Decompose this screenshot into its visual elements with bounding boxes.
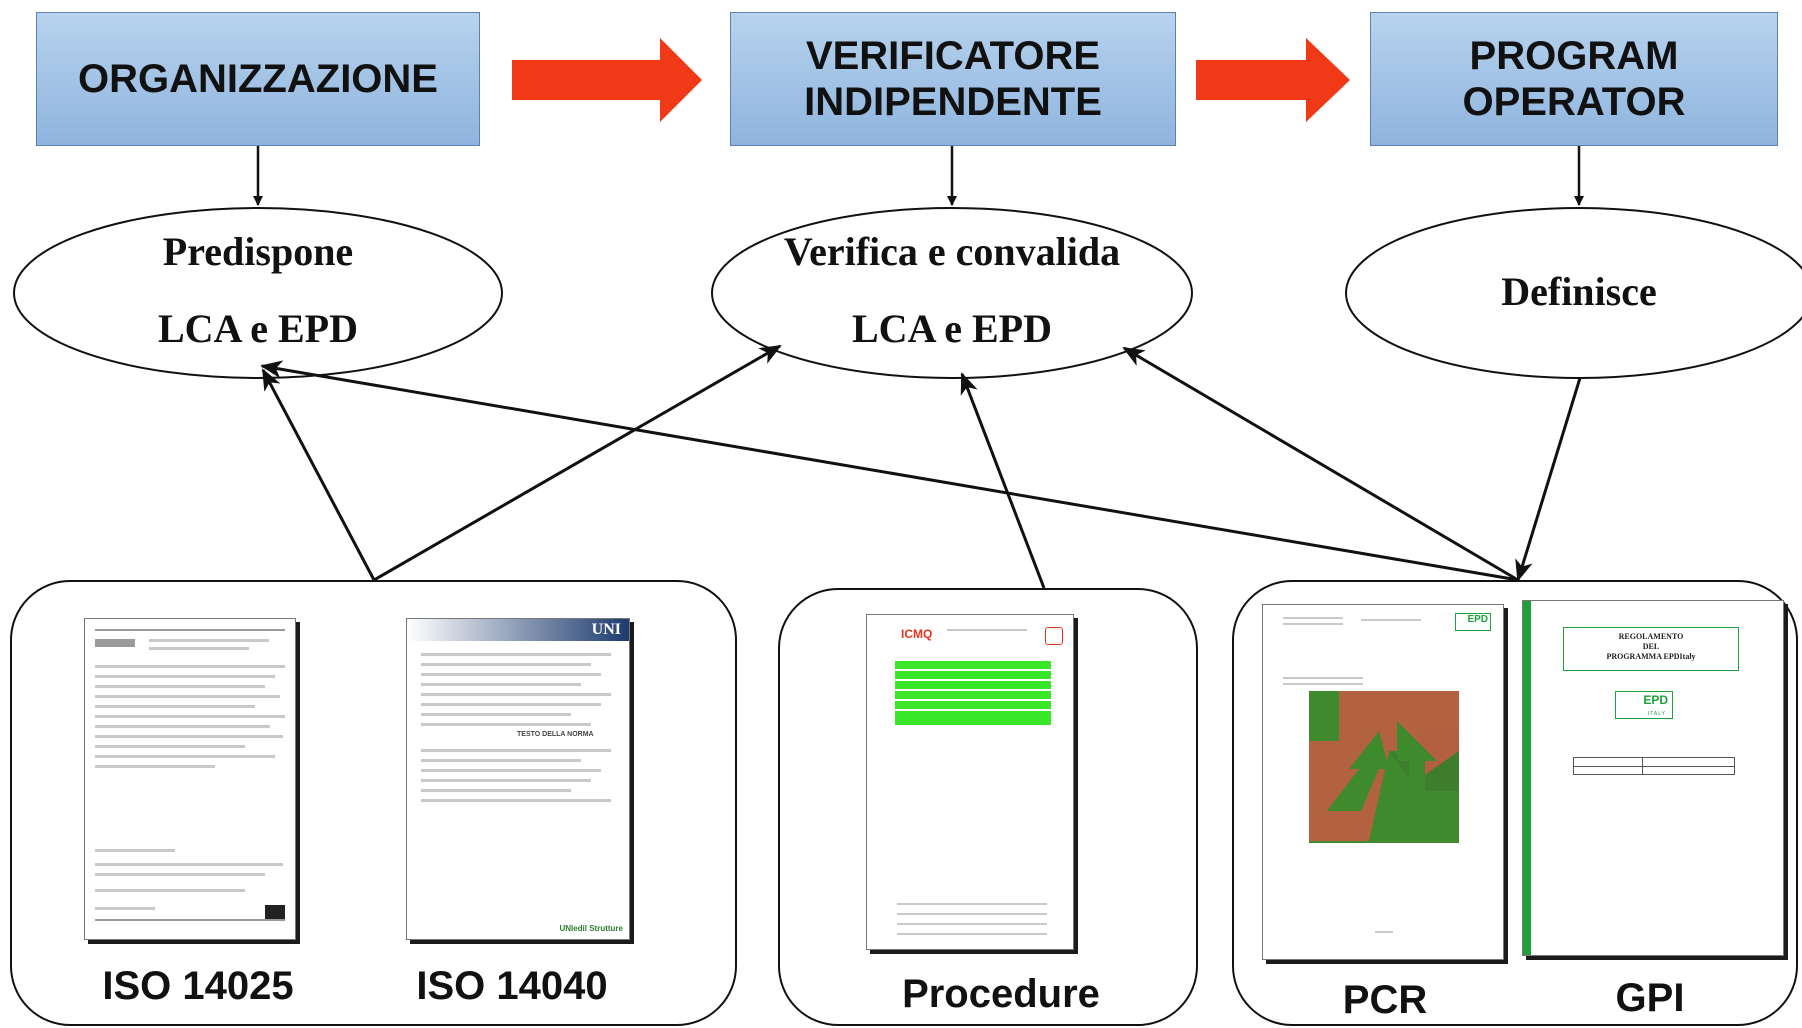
caption-pcr: PCR: [1342, 978, 1428, 1022]
gpi-epd-logo: EPD ITALY: [1615, 691, 1673, 719]
arrow-iso-to-verifica: [373, 344, 782, 582]
program-operator-box: PROGRAM OPERATOR: [1370, 12, 1778, 146]
iso14040-doc-heading: TESTO DELLA NORMA: [517, 731, 594, 738]
gpi-info-table: [1573, 757, 1735, 775]
predispone-line2: LCA e EPD: [158, 306, 358, 351]
arrow-procedure-to-verifica: [960, 372, 1046, 589]
arrow-pcr-to-verifica: [1122, 346, 1519, 582]
gpi-title-line3: PROGRAMMA EPDItaly: [1606, 652, 1696, 661]
pcr-document-thumbnail: EPD: [1262, 604, 1504, 960]
gpi-title-line2: DEL: [1642, 642, 1660, 651]
arrow-iso-to-predispone: [261, 368, 376, 581]
uniedil-logo: UNIedil Strutture: [559, 924, 623, 933]
program-operator-label-line2: OPERATOR: [1462, 80, 1686, 124]
group-procedure: [778, 588, 1198, 1026]
caption-procedure: Procedure: [902, 972, 1100, 1016]
red-arrow-2: [1196, 38, 1350, 122]
ellipse-verifica: [711, 207, 1193, 379]
icmq-logo: ICMQ: [901, 627, 933, 641]
caption-iso14040: ISO 14040: [416, 964, 608, 1008]
group-pcr-gpi: [1232, 580, 1798, 1026]
verificatore-label-line2: INDIPENDENTE: [804, 80, 1102, 124]
predispone-label: Predispone LCA e EPD: [100, 228, 416, 352]
caption-gpi: GPI: [1615, 976, 1685, 1020]
uni-logo: UNI: [591, 621, 621, 638]
iso14040-document-thumbnail: UNI TESTO DELLA NORMA UNIedil Strutture: [406, 618, 630, 940]
group-iso-standards: [10, 580, 737, 1026]
arrow-pcr-to-predispone: [260, 360, 1519, 582]
gpi-title-box: REGOLAMENTO DEL PROGRAMMA EPDItaly: [1563, 627, 1739, 671]
verifica-line2: LCA e EPD: [852, 306, 1052, 351]
predispone-line1: Predispone: [162, 229, 354, 274]
organizzazione-box: ORGANIZZAZIONE: [36, 12, 480, 146]
gpi-document-thumbnail: REGOLAMENTO DEL PROGRAMMA EPDItaly EPD I…: [1522, 600, 1784, 956]
verifica-label: Verifica e convalida LCA e EPD: [752, 228, 1152, 352]
organizzazione-label: ORGANIZZAZIONE: [78, 57, 438, 101]
gpi-epd-logo-sub: ITALY: [1647, 711, 1666, 717]
gpi-title-line1: REGOLAMENTO: [1618, 632, 1684, 641]
definisce-label: Definisce: [1440, 268, 1718, 315]
pcr-epd-logo: EPD: [1455, 613, 1491, 631]
verifica-line1: Verifica e convalida: [783, 229, 1121, 274]
red-arrow-1: [512, 38, 702, 122]
gpi-epd-logo-text: EPD: [1643, 693, 1668, 707]
program-operator-label-line1: PROGRAM: [1469, 34, 1679, 78]
ellipse-predispone: [13, 207, 503, 379]
verificatore-label-line1: VERIFICATORE: [805, 34, 1101, 78]
verificatore-box: VERIFICATORE INDIPENDENTE: [730, 12, 1176, 146]
procedure-document-thumbnail: ICMQ: [866, 614, 1074, 950]
definisce-line1: Definisce: [1501, 269, 1657, 314]
caption-iso14025: ISO 14025: [102, 964, 294, 1008]
arrow-definisce-to-pcr: [1515, 377, 1582, 582]
iso14025-document-thumbnail: [84, 618, 296, 940]
pcr-cover-image: [1309, 691, 1459, 843]
